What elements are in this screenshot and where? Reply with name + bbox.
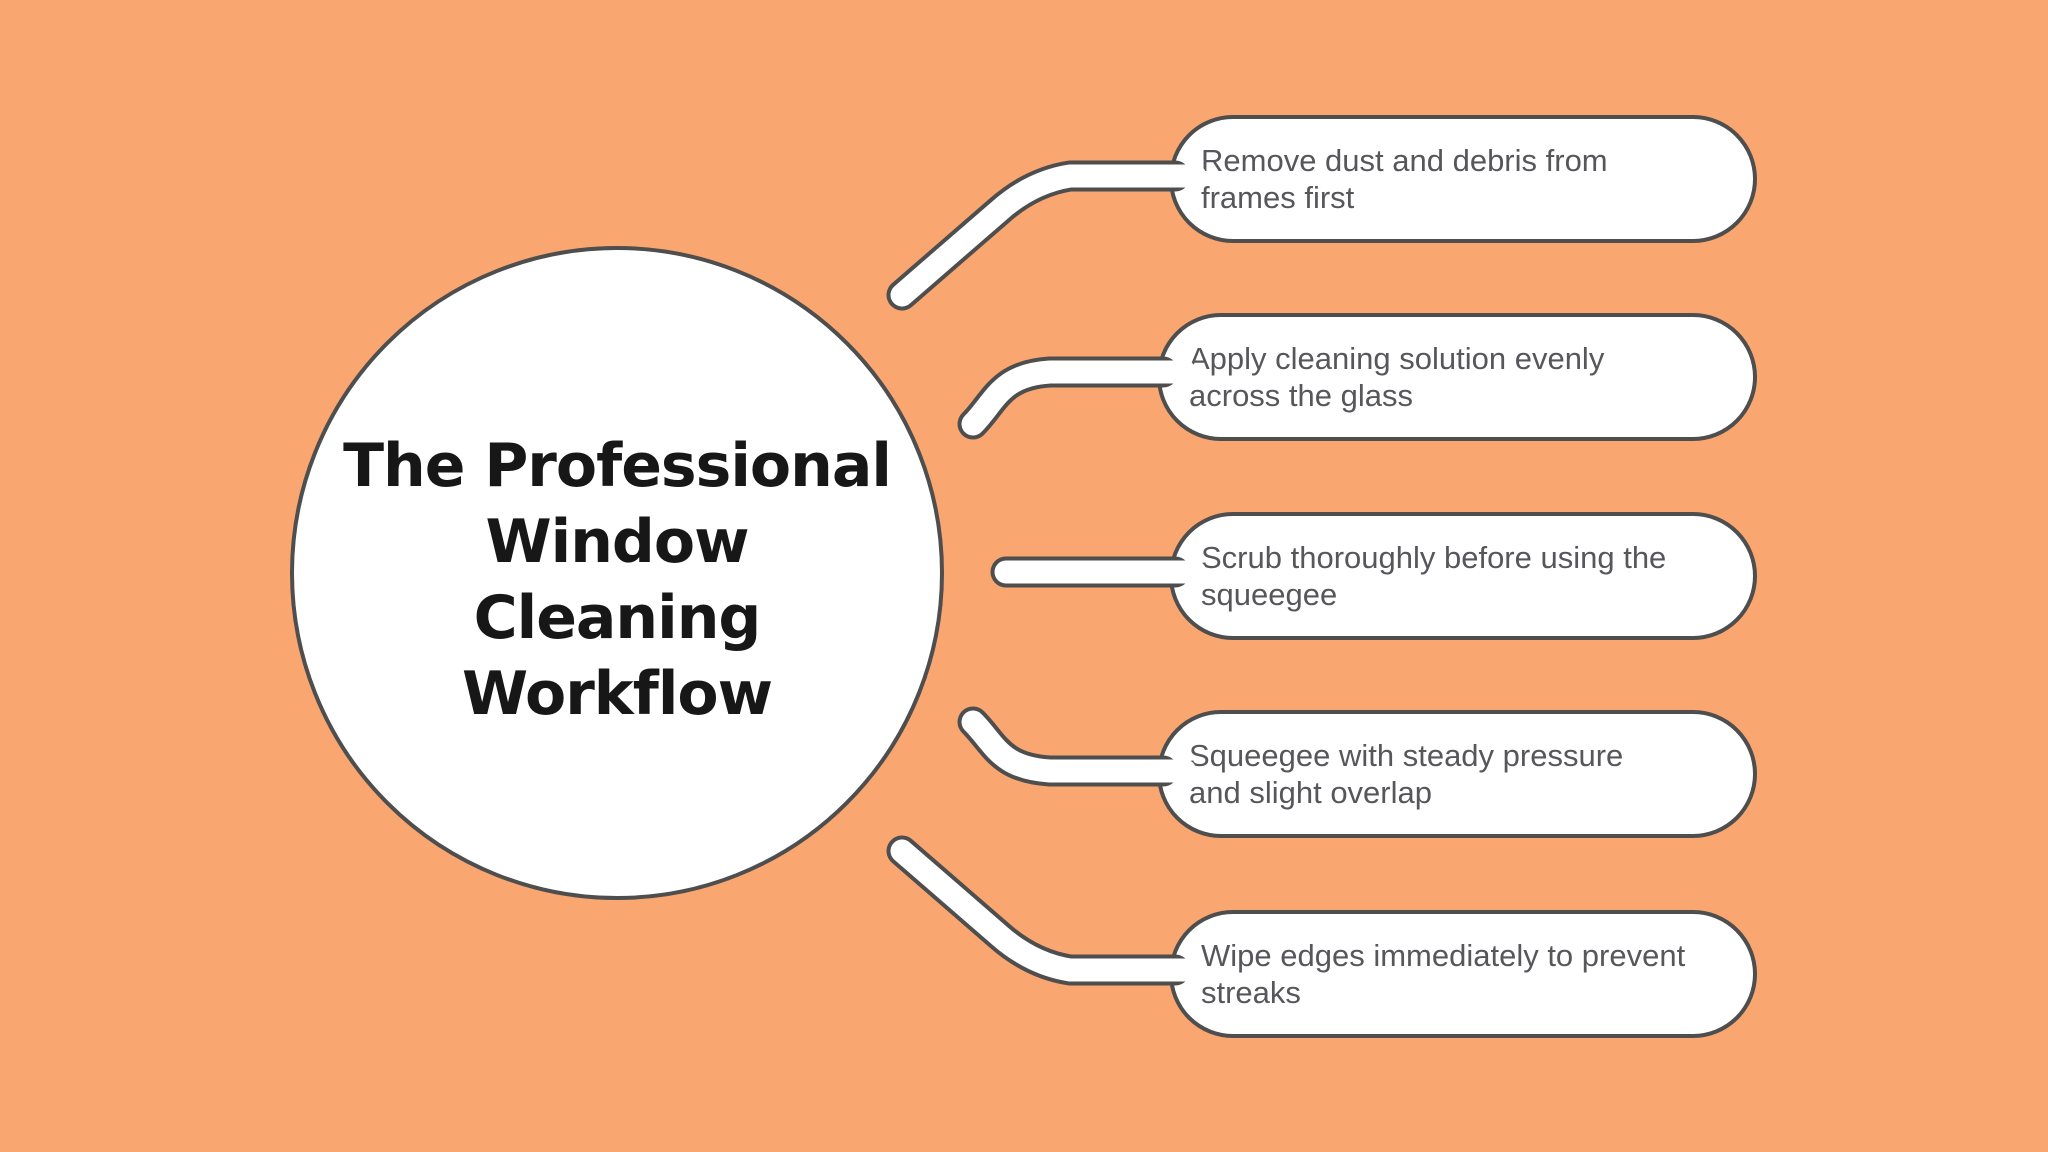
connector-5-inner xyxy=(890,839,1207,982)
central-title-line: Window xyxy=(485,507,749,577)
central-title-line: Cleaning xyxy=(473,583,762,653)
connector-4-inner xyxy=(961,710,1197,783)
connector-2-inner xyxy=(961,360,1197,436)
step-text-line: Remove dust and debris from xyxy=(1201,143,1608,178)
step-text-line: squeegee xyxy=(1201,577,1338,612)
step-text-line: and slight overlap xyxy=(1189,775,1432,810)
connector-1-inner xyxy=(890,164,1207,307)
central-title: The Professional Window Cleaning Workflo… xyxy=(343,414,892,732)
step-text-line: across the glass xyxy=(1189,378,1413,413)
step-text-line: Scrub thoroughly before using the xyxy=(1201,540,1667,575)
step-text-line: frames first xyxy=(1201,180,1355,215)
connector-5-outline xyxy=(886,835,1191,986)
central-title-line: Workflow xyxy=(461,659,773,729)
connector-4-outline xyxy=(957,706,1179,787)
central-title-line: The Professional xyxy=(343,431,892,501)
connector-2-outline xyxy=(957,356,1179,440)
step-text-line: Wipe edges immediately to prevent xyxy=(1201,938,1686,973)
step-box-wipe-edges: Wipe edges immediately to prevent streak… xyxy=(1169,910,1757,1038)
central-topic-circle: The Professional Window Cleaning Workflo… xyxy=(290,246,944,900)
step-box-apply-solution: Apply cleaning solution evenly across th… xyxy=(1157,313,1757,441)
step-text-line: Apply cleaning solution evenly xyxy=(1189,341,1605,376)
connector-1-outline xyxy=(886,160,1191,311)
step-box-squeegee: Squeegee with steady pressure and slight… xyxy=(1157,710,1757,838)
step-box-scrub: Scrub thoroughly before using the squeeg… xyxy=(1169,512,1757,640)
step-text-line: streaks xyxy=(1201,975,1301,1010)
step-box-remove-dust: Remove dust and debris from frames first xyxy=(1169,115,1757,243)
step-text-line: Squeegee with steady pressure xyxy=(1189,738,1624,773)
